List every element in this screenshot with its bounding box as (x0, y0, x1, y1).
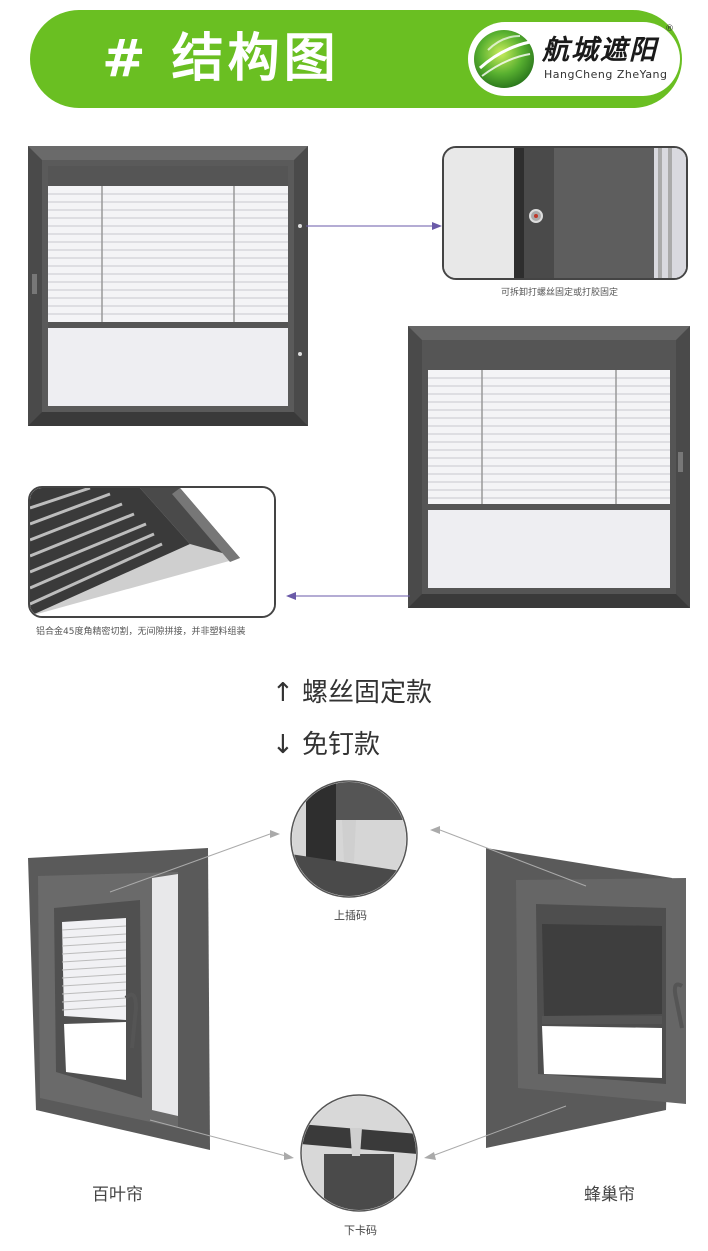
top-clip-label: 上插码 (334, 909, 367, 922)
screw-window-image (28, 146, 308, 426)
arrow-to-screw-detail (306, 222, 442, 230)
nail-free-type-heading: ↓ 免钉款 (272, 730, 381, 760)
corner-detail-caption: 铝合金45度角精密切割，无间隙拼接，并非塑料组装 (36, 627, 246, 637)
second-window-image (408, 326, 690, 608)
brand-logo: 航城遮阳 HangCheng ZheYang ® (468, 22, 680, 96)
venetian-blind-label: 百叶帘 (92, 1185, 143, 1205)
bottom-clip-closeup-image (300, 1094, 418, 1212)
screw-detail-image (444, 148, 686, 278)
honeycomb-blind-window-image (486, 848, 686, 1148)
corner-detail-image (30, 488, 274, 616)
honeycomb-blind-label: 蜂巢帘 (584, 1185, 635, 1205)
registered-mark: ® (665, 24, 674, 34)
screw-detail-caption: 可拆卸打螺丝固定或打胶固定 (501, 288, 619, 298)
page-title: # 结构图 (102, 29, 340, 89)
corner-detail-closeup (28, 486, 276, 618)
venetian-blind-window-image (28, 848, 210, 1150)
top-clip-closeup-image (290, 780, 408, 898)
arrow-to-corner-detail (286, 592, 410, 600)
bottom-clip-label: 下卡码 (344, 1224, 377, 1237)
screw-type-heading: ↑ 螺丝固定款 (272, 678, 433, 708)
screw-detail-closeup (442, 146, 688, 280)
logo-chinese-name: 航城遮阳 (542, 35, 658, 66)
header-banner: # 结构图 航城遮阳 HangCheng ZheYang ® (30, 10, 682, 108)
logo-english-name: HangCheng ZheYang (544, 68, 668, 81)
leaf-logo-icon (474, 30, 534, 88)
